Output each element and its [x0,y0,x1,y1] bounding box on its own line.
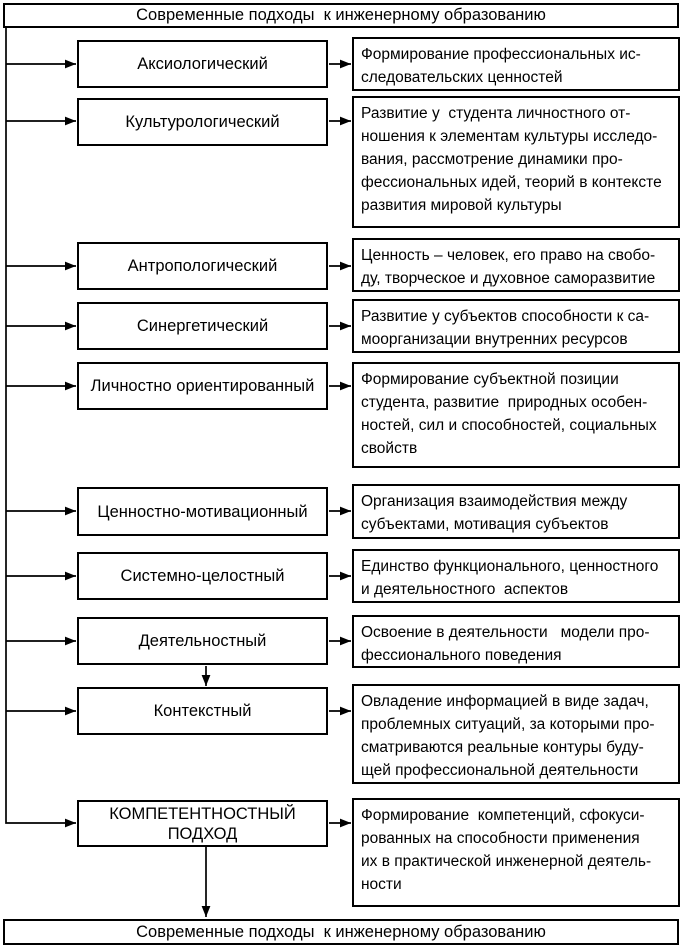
approach-box: КОМПЕТЕНТНОСТНЫЙ ПОДХОД [77,800,328,847]
approach-box: Аксиологический [77,40,328,88]
approach-box: Антропологический [77,242,328,290]
description-box: Формирование компетенций, сфокуси- рован… [352,798,680,907]
description-box: Единство функционального, ценностного и … [352,549,680,603]
approach-box: Личностно ориентированный [77,362,328,410]
description-box: Развитие у студента личностного от- ноше… [352,96,680,228]
top-banner: Современные подходы к инженерному образо… [3,3,679,28]
description-box: Формирование профессиональных ис- следов… [352,37,680,91]
description-box: Формирование субъектной позиции студента… [352,362,680,468]
description-box: Овладение информацией в виде задач, проб… [352,684,680,784]
bottom-banner: Современные подходы к инженерному образо… [3,919,679,945]
description-box: Освоение в деятельности модели про- фесс… [352,615,680,668]
description-box: Организация взаимодействия между субъект… [352,484,680,539]
approach-box: Ценностно-мотивационный [77,487,328,536]
description-box: Ценность – человек, его право на свобо- … [352,238,680,292]
approach-box: Контекстный [77,687,328,735]
approach-box: Синергетический [77,302,328,350]
trunk-line [5,27,76,828]
description-box: Развитие у субъектов способности к са- м… [352,299,680,353]
approach-box: Деятельностный [77,617,328,665]
approach-box: Культурологический [77,98,328,146]
approach-box: Системно-целостный [77,552,328,600]
